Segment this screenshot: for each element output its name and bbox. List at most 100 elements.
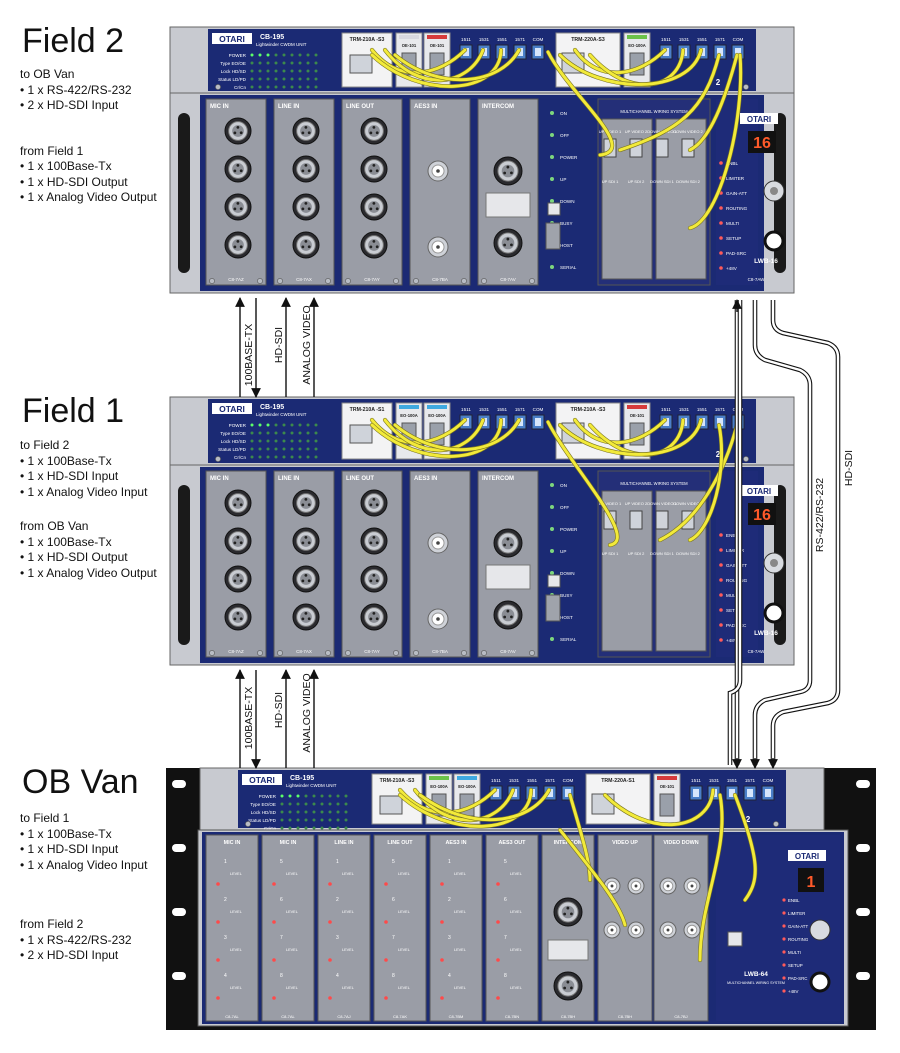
level-label: LEVEL xyxy=(286,948,298,952)
status-led xyxy=(258,77,262,81)
status-led xyxy=(266,85,270,89)
xlr-pin xyxy=(372,535,376,539)
list-item: 1 x 100Base-Tx xyxy=(20,535,157,551)
level-label: LEVEL xyxy=(398,948,410,952)
xlr-pin xyxy=(570,912,573,916)
status-led xyxy=(719,638,723,642)
rotary-knob-center xyxy=(770,187,778,195)
fiber-port-face xyxy=(535,48,541,56)
status-led xyxy=(719,221,723,225)
channel-number: 6 xyxy=(504,897,507,903)
channel-number: 4 xyxy=(224,973,227,979)
rack-slot xyxy=(856,780,870,788)
xlr-pin xyxy=(510,615,513,619)
port-label: 1531 xyxy=(479,407,490,412)
status-led xyxy=(344,794,348,798)
screw xyxy=(529,650,535,656)
status-led xyxy=(282,69,286,73)
xlr-pin xyxy=(301,503,305,507)
status-led xyxy=(290,439,294,443)
level-label: LEVEL xyxy=(454,910,466,914)
fiber-cable xyxy=(658,423,739,542)
bnc-pin xyxy=(690,928,694,932)
bnc-pin xyxy=(610,884,614,888)
xlr-pin xyxy=(307,617,311,621)
status-led xyxy=(550,199,554,203)
module-code: C8-7AX xyxy=(296,649,312,654)
status-led xyxy=(274,447,278,451)
status-led xyxy=(304,794,308,798)
screw xyxy=(215,456,221,462)
module-title: LINE IN xyxy=(278,476,299,482)
xlr-pin xyxy=(301,131,305,135)
module-code: C8-7AZ xyxy=(228,277,244,282)
module-code: C8-7AK xyxy=(393,1014,407,1019)
status-led xyxy=(298,85,302,89)
brand-badge xyxy=(788,850,826,861)
rack-handle xyxy=(178,485,190,645)
status-led xyxy=(306,61,310,65)
fiber-port-face xyxy=(729,789,735,797)
status-led xyxy=(314,431,318,435)
fiber-port-face xyxy=(765,789,771,797)
status-led xyxy=(290,423,294,427)
intercom-control-label: DOWN xyxy=(560,571,575,576)
sfp-accent xyxy=(399,35,419,39)
status-led xyxy=(336,826,340,830)
module-title: MIC IN xyxy=(210,104,229,110)
fiber-link xyxy=(728,300,742,765)
status-led xyxy=(719,623,723,627)
level-label: LEVEL xyxy=(398,986,410,990)
video-label: DOWN SDI 2 xyxy=(676,179,701,184)
status-led xyxy=(328,882,332,886)
xlr-pin xyxy=(304,163,308,167)
control-label: GAIN-ATT xyxy=(788,924,808,929)
list-item: 2 x HD-SDI Input xyxy=(20,98,157,114)
xlr-pin xyxy=(372,239,376,243)
status-led xyxy=(266,69,270,73)
status-led xyxy=(258,61,262,65)
screw xyxy=(413,278,419,284)
intercom-control-label: BUSY xyxy=(560,593,573,598)
port-group-number: 2 xyxy=(716,450,721,459)
module-code: C8-7AL xyxy=(281,1014,295,1019)
rotary-knob-center xyxy=(770,559,778,567)
sfp-label: EO-100A xyxy=(458,784,475,789)
control-label: SETUP xyxy=(726,608,741,613)
list-item: 1 x Analog Video Input xyxy=(20,485,157,501)
status-led xyxy=(719,548,723,552)
xlr-pin xyxy=(304,201,308,205)
fiber-port-face xyxy=(535,418,541,426)
status-led xyxy=(320,794,324,798)
xlr-pin xyxy=(236,125,240,129)
xlr-pin xyxy=(233,617,237,621)
status-led xyxy=(250,69,254,73)
status-led xyxy=(266,447,270,451)
xlr-pin xyxy=(233,541,237,545)
intercom-control-label: SERIAL xyxy=(560,637,577,642)
port-label: 1571 xyxy=(545,778,556,783)
channel-number: 3 xyxy=(336,935,339,941)
control-label: +48V xyxy=(788,989,798,994)
status-led xyxy=(328,958,332,962)
status-led xyxy=(550,527,554,531)
port-label: 1571 xyxy=(715,37,726,42)
video-label: UP SDI 2 xyxy=(628,179,645,184)
xlr-pin xyxy=(307,207,311,211)
sfp-accent xyxy=(627,405,647,409)
fiber-cable xyxy=(418,788,551,822)
status-row-label: POWER xyxy=(229,423,247,428)
module-title: LINE IN xyxy=(334,840,353,846)
status-led xyxy=(280,794,284,798)
xlr-pin xyxy=(375,207,379,211)
port-label: 1551 xyxy=(497,37,508,42)
video-port xyxy=(655,510,669,530)
module-title: AES3 OUT xyxy=(499,840,527,846)
control-label: MULTI xyxy=(788,950,801,955)
sfp-label: OE-101 xyxy=(430,43,445,48)
xlr-pin xyxy=(510,171,513,175)
